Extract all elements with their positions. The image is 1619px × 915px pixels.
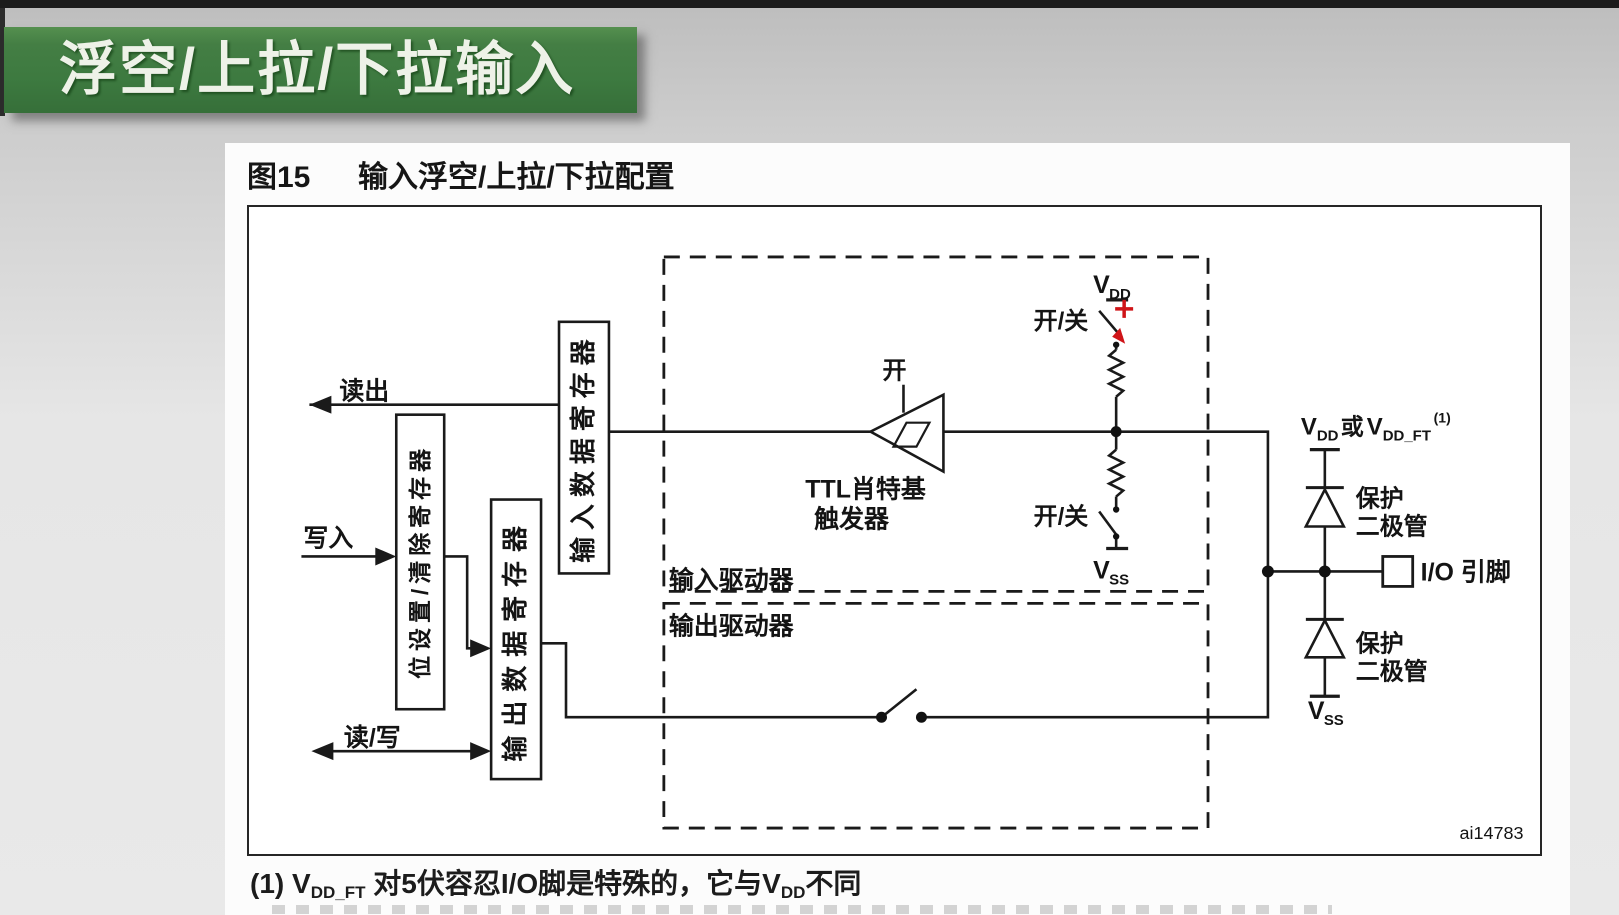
footnote-sub2: DD — [780, 883, 806, 902]
junction-dots — [876, 341, 1331, 723]
schmitt-enable-label: 开 — [883, 358, 907, 385]
diode-junction-dot — [1318, 565, 1331, 578]
red-plus-icon — [1115, 299, 1134, 318]
vss-label-sub: SS — [1109, 571, 1129, 588]
figure-number: 图15 — [247, 161, 311, 194]
protection-diode-top — [1303, 486, 1346, 528]
vdd-label-sub: DD — [1109, 286, 1131, 303]
footnote-sub1: DD_FT — [310, 883, 366, 902]
write-in-arrowhead — [375, 547, 397, 566]
read-write-arrowhead-right — [470, 742, 492, 761]
hysteresis-icon — [891, 421, 932, 448]
cropped-next-line — [272, 905, 1332, 914]
vddft-sub1: DD — [1317, 428, 1339, 445]
window-left-edge — [0, 8, 5, 116]
output-data-register-box — [489, 498, 543, 781]
window-top-bar — [0, 0, 1619, 8]
red-cursor-annotation — [1112, 299, 1134, 344]
input-driver-label: 输入驱动器 — [669, 565, 795, 594]
input-driver-box — [662, 255, 1210, 593]
bitset-arrowhead — [470, 639, 492, 658]
right-junction-dot — [1261, 565, 1274, 578]
pulldown-switch-arm — [1098, 510, 1118, 536]
footnote-part2: 对5伏容忍I/O脚是特殊的，它与V — [365, 868, 781, 899]
vdd-label-v: V — [1093, 271, 1110, 299]
vdd-or-vddft-label: V DD 或 V DD_FT (1) — [1301, 410, 1451, 445]
protect-bottom-line1: 保护 — [1355, 630, 1404, 657]
footnote-part3: 不同 — [805, 868, 862, 899]
circuit-diagram: 读出 写入 读/写 输入数据寄存器 位设置/清除寄存器 输出数据寄存器 输入驱动… — [301, 255, 1524, 843]
protection-diode-bottom — [1303, 617, 1346, 659]
schmitt-name-line2: 触发器 — [814, 505, 890, 534]
figure-watermark: ai14783 — [1460, 823, 1524, 843]
bitset-connector — [444, 555, 474, 650]
pulldown-switch-label: 开/关 — [1034, 504, 1089, 531]
io-pin-label: I/O 引脚 — [1421, 558, 1511, 586]
protect-bottom-line2: 二极管 — [1356, 657, 1428, 685]
bit-set-clear-register-label: 位设置/清除寄存器 — [407, 444, 433, 679]
vddft-v2: V — [1367, 414, 1383, 441]
protect-top-line1: 保护 — [1355, 486, 1404, 513]
vddft-note-sup: (1) — [1434, 410, 1451, 426]
protect-top-line2: 二极管 — [1356, 512, 1428, 540]
vss2-label-sub: SS — [1324, 712, 1344, 729]
bit-set-clear-register-box — [394, 413, 446, 711]
red-arrowhead-icon — [1112, 327, 1126, 344]
io-pin-square — [1381, 555, 1415, 588]
output-driver-label: 输出驱动器 — [669, 611, 795, 640]
schmitt-name-line1: TTL肖特基 — [805, 476, 926, 504]
pullup-switch-label: 开/关 — [1034, 308, 1089, 335]
pulldown-bottom-dot — [1112, 533, 1120, 540]
slide-title-banner: 浮空/上拉/下拉输入 — [4, 27, 637, 113]
vss-label-v: V — [1093, 556, 1110, 584]
schmitt-trigger-symbol — [867, 392, 945, 474]
output-switch-dot-left — [876, 711, 888, 723]
figure-caption: 输入浮空/上拉/下拉配置 — [358, 161, 675, 194]
output-data-register-label: 输出数据寄存器 — [500, 517, 530, 761]
vddft-or: 或 — [1341, 414, 1364, 440]
output-switch-dot-right — [915, 711, 927, 723]
vddft-sub2: DD_FT — [1383, 428, 1431, 445]
input-data-register-box — [557, 320, 611, 575]
output-wire-left — [541, 642, 882, 719]
input-data-register-label: 输入数据寄存器 — [568, 332, 598, 563]
output-switch-arm — [880, 688, 918, 719]
figure-frame: 读出 写入 读/写 输入数据寄存器 位设置/清除寄存器 输出数据寄存器 输入驱动… — [247, 205, 1542, 856]
write-in-label: 写入 — [303, 524, 353, 552]
arrowheads — [309, 395, 492, 761]
vss2-label-v: V — [1308, 697, 1325, 725]
read-out-label: 读出 — [339, 378, 389, 406]
pullup-switch-dot — [1112, 341, 1120, 348]
read-write-arrowhead-left — [311, 742, 334, 761]
figure-footnote: (1) VDD_FT 对5伏容忍I/O脚是特殊的，它与VDD不同 — [250, 862, 861, 902]
vddft-v1: V — [1301, 414, 1317, 441]
pulldown-top-dot — [1112, 506, 1120, 513]
read-out-arrowhead — [309, 395, 332, 414]
footnote-part1: (1) V — [250, 868, 311, 899]
output-driver-box — [662, 601, 1210, 830]
read-write-label: 读/写 — [344, 724, 401, 752]
slide-title: 浮空/上拉/下拉输入 — [59, 37, 576, 102]
pull-junction-dot — [1110, 426, 1122, 438]
